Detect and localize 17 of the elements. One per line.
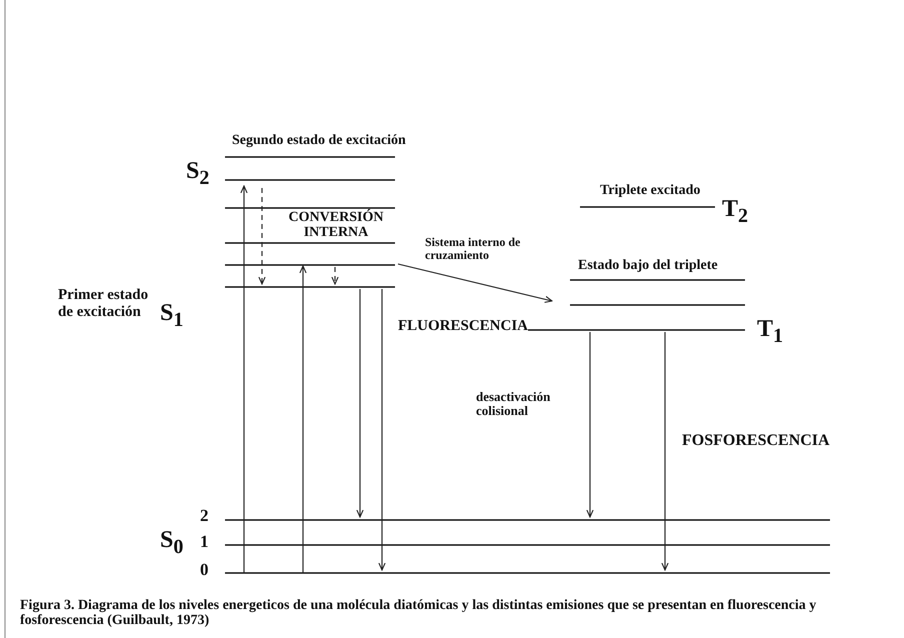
figure-caption: Figura 3. Diagrama de los niveles energeticos de una molécula diatómicas y las distintas emisiones que se presentan en fluorescencia y fosforescencia (Guilbault, 1973) — [20, 598, 818, 629]
annotation-label: Estado bajo del triplete — [578, 258, 718, 274]
annotation-label: desactivación colisional — [476, 390, 552, 419]
state-symbol: S$_{0}$ — [160, 527, 184, 558]
state-symbol: S$_{2}$ — [186, 158, 210, 189]
state-symbol: T$_{1}$ — [757, 316, 784, 347]
annotation-label: Sistema interno de cruzamiento — [425, 236, 522, 262]
state-symbol: S$_{1}$ — [160, 300, 184, 331]
annotation-label: FOSFORESCENCIA — [682, 432, 830, 450]
vibrational-level-number: 2 — [200, 507, 208, 526]
annotation-label: Triplete excitado — [600, 183, 700, 198]
annotation-label: Primer estado de excitación — [58, 287, 150, 320]
state-symbol: T$_{2}$ — [722, 196, 748, 227]
annotation-label: Segundo estado de excitación — [232, 133, 406, 148]
vibrational-level-number: 0 — [200, 561, 208, 580]
vibrational-level-number: 1 — [200, 533, 208, 552]
annotation-label: CONVERSIÓN INTERNA — [288, 210, 384, 241]
